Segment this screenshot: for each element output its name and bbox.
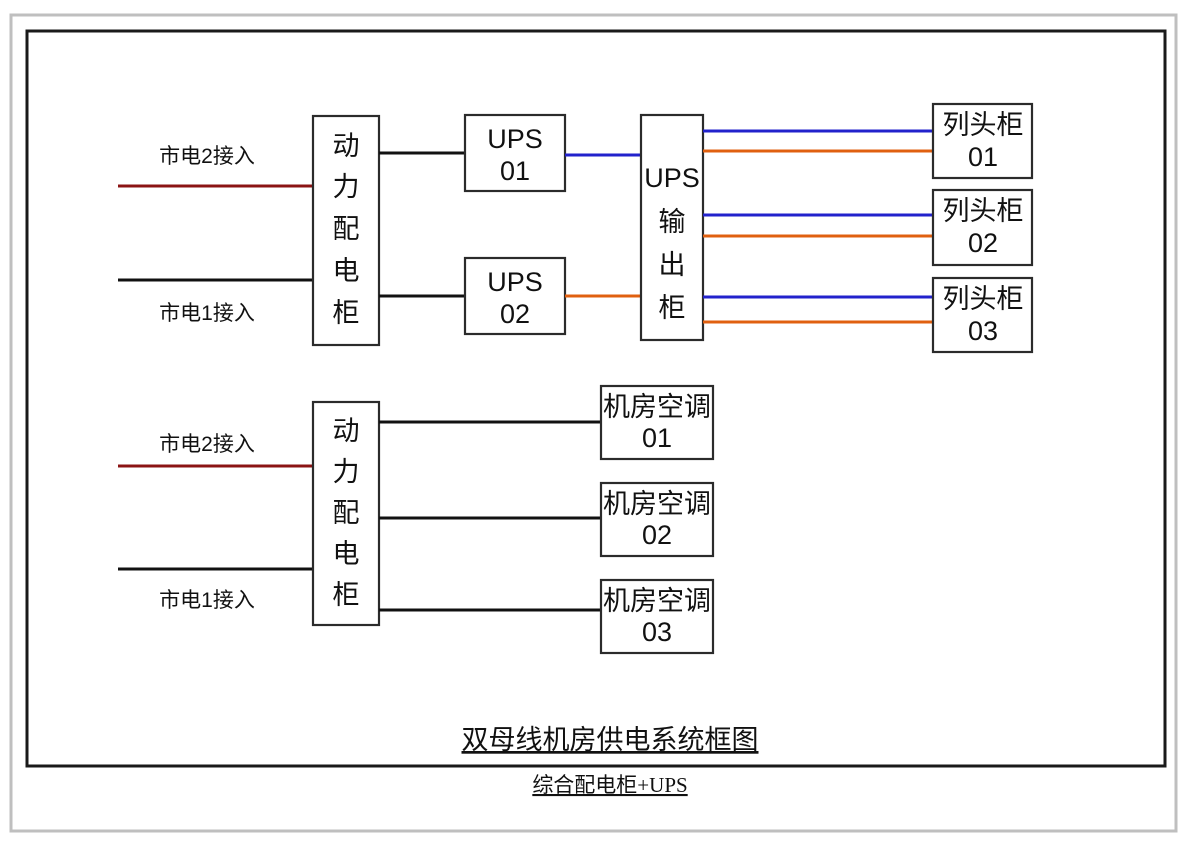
room-air-conditioner-02[interactable] [599, 481, 715, 558]
room-air-conditioner-02-label-line1: 机房空调 [603, 489, 711, 519]
room-air-conditioner-02-label-line2: 02 [642, 520, 672, 550]
outer-frame [9, 13, 1178, 833]
mains1-feed-label-lower: 市电1接入 [159, 589, 255, 612]
upper-section: 市电2接入 市电1接入 动 力 配 电 柜 UPS 01 UPS 02 [118, 102, 1034, 354]
svg-text:力: 力 [333, 457, 360, 487]
svg-text:动: 动 [333, 416, 360, 446]
row-cabinet-01-label-line2: 01 [968, 142, 998, 172]
room-air-conditioner-03-label-line2: 03 [642, 617, 672, 647]
ups-output-cabinet[interactable] [639, 113, 705, 342]
ups-unit-02-label-line2: 02 [500, 299, 530, 329]
power-distribution-cabinet-upper[interactable] [311, 114, 381, 347]
room-air-conditioner-03[interactable] [599, 578, 715, 655]
svg-text:电: 电 [333, 256, 360, 286]
row-cabinet-02[interactable] [931, 188, 1034, 267]
row-cabinet-03-label-line2: 03 [968, 316, 998, 346]
row-cabinet-02-label-line2: 02 [968, 228, 998, 258]
power-distribution-cabinet-upper-label: 动 力 配 电 柜 [333, 131, 360, 328]
svg-text:柜: 柜 [659, 293, 686, 323]
diagram-caption-subtitle: 综合配电柜+UPS [532, 773, 687, 797]
ups-unit-01-label-line1: UPS [487, 124, 543, 154]
inner-frame [25, 29, 1167, 768]
svg-text:力: 力 [333, 172, 360, 202]
power-distribution-cabinet-lower-label: 动 力 配 电 柜 [333, 416, 360, 610]
row-cabinet-03-label-line1: 列头柜 [943, 284, 1024, 314]
diagram-caption-title: 双母线机房供电系统框图 [462, 725, 759, 755]
ups-unit-02-label-line1: UPS [487, 267, 543, 297]
ups-output-cabinet-label-line1: UPS [644, 163, 700, 193]
ups-unit-01-label-line2: 01 [500, 156, 530, 186]
svg-text:出: 出 [659, 250, 686, 280]
svg-text:输: 输 [659, 207, 686, 237]
svg-text:配: 配 [333, 498, 360, 528]
ups-output-cabinet-label-vertical: 输 出 柜 [659, 207, 686, 323]
row-cabinet-01-label-line1: 列头柜 [943, 110, 1024, 140]
mains1-feed-label-upper: 市电1接入 [159, 302, 255, 325]
svg-text:柜: 柜 [333, 298, 360, 328]
row-cabinet-01[interactable] [931, 102, 1034, 180]
ups-unit-01[interactable] [463, 113, 567, 193]
row-cabinet-02-label-line1: 列头柜 [943, 196, 1024, 226]
svg-text:柜: 柜 [333, 580, 360, 610]
row-cabinet-03[interactable] [931, 276, 1034, 354]
mains2-feed-label-lower: 市电2接入 [159, 433, 255, 456]
ups-unit-02[interactable] [463, 256, 567, 336]
room-air-conditioner-01-label-line2: 01 [642, 423, 672, 453]
mains2-feed-label-upper: 市电2接入 [159, 145, 255, 168]
room-air-conditioner-03-label-line1: 机房空调 [603, 586, 711, 616]
svg-text:配: 配 [333, 214, 360, 244]
lower-section: 市电2接入 市电1接入 动 力 配 电 柜 机房空调 01 机房空调 02 机房… [118, 384, 715, 655]
room-air-conditioner-01[interactable] [599, 384, 715, 461]
svg-text:动: 动 [333, 131, 360, 161]
power-distribution-cabinet-lower[interactable] [311, 400, 381, 627]
svg-text:电: 电 [333, 539, 360, 569]
room-air-conditioner-01-label-line1: 机房空调 [603, 392, 711, 422]
